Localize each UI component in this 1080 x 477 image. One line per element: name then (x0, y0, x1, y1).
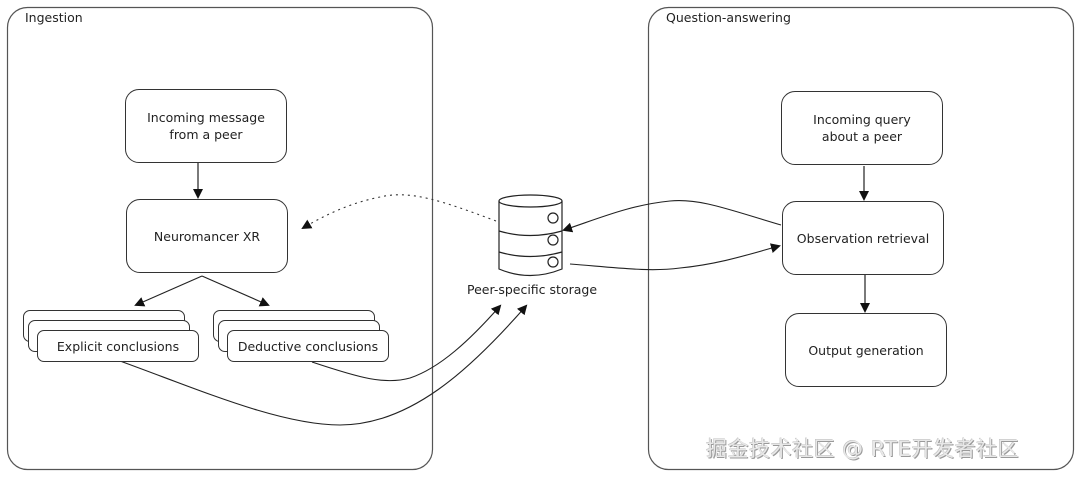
question-answering-panel (647, 6, 1075, 471)
deductive-conclusions-label: Deductive conclusions (237, 338, 379, 354)
ingestion-panel (6, 6, 434, 471)
edge-deductive-to-storage (311, 304, 502, 382)
question-answering-panel-title: Question-answering (666, 10, 791, 25)
watermark: 掘金技术社区 @ RTE开发者社区 (706, 437, 1020, 461)
edge-observation-to-storage (562, 199, 782, 233)
edge-neuromancer-to-explicit (134, 275, 203, 307)
edge-storage-to-neuromancer (301, 194, 497, 230)
explicit-conclusions-node: Explicit conclusions (37, 330, 199, 362)
incoming-query-line2: about a peer (821, 129, 903, 144)
observation-retrieval-label: Observation retrieval (796, 230, 930, 246)
neuromancer-node: Neuromancer XR (126, 199, 288, 273)
explicit-conclusions-label: Explicit conclusions (56, 338, 180, 354)
incoming-message-line2: from a peer (169, 127, 243, 142)
database-icon (498, 194, 563, 277)
ingestion-panel-title: Ingestion (25, 10, 83, 25)
deductive-conclusions-node: Deductive conclusions (227, 330, 389, 362)
incoming-message-line1: Incoming message (147, 110, 265, 125)
incoming-query-node: Incoming query about a peer (781, 91, 943, 165)
edge-explicit-to-storage (119, 304, 528, 426)
observation-retrieval-node: Observation retrieval (782, 201, 944, 275)
incoming-message-node: Incoming message from a peer (125, 89, 287, 163)
incoming-query-line1: Incoming query (813, 112, 911, 127)
output-generation-label: Output generation (808, 342, 924, 358)
edge-storage-to-observation (569, 243, 781, 271)
output-generation-node: Output generation (785, 313, 947, 387)
storage-label: Peer-specific storage (467, 282, 598, 297)
neuromancer-label: Neuromancer XR (153, 228, 261, 244)
edge-neuromancer-to-deductive (201, 275, 270, 307)
